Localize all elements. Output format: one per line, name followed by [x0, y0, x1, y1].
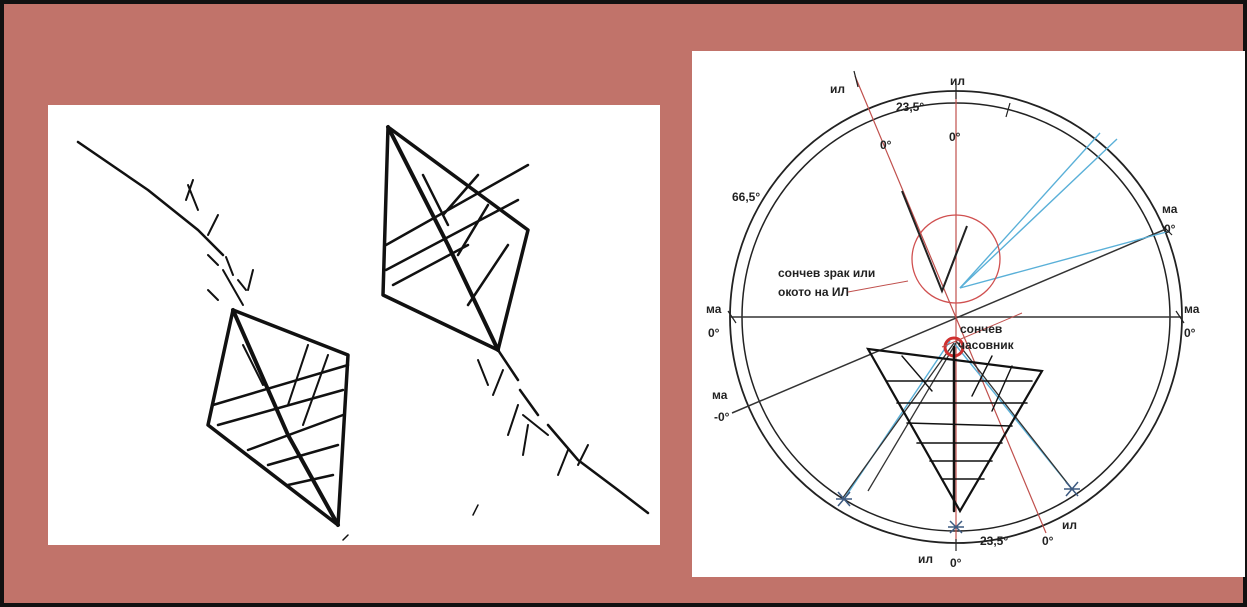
hand-drawing: [48, 105, 660, 545]
rhombus-lower: [208, 310, 348, 525]
label-zero-lower-left: -0°: [714, 410, 730, 424]
label-ma-lower-left: ма: [712, 388, 728, 402]
label-zero-left: 0°: [708, 326, 720, 340]
label-sun-eye-line2: окото на ИЛ: [778, 285, 849, 299]
label-zero-bottom: 0°: [950, 556, 962, 570]
label-sun-eye-line1: сончев зрак или: [778, 266, 875, 280]
annotated-diagram: ил ил 23,5° 0° 0° 66,5° ма 0° ма 0° ма 0…: [692, 51, 1245, 577]
label-ma-left: ма: [706, 302, 722, 316]
label-zero-bottom-right: 0°: [1042, 534, 1054, 548]
label-il-bottom: ил: [918, 552, 933, 566]
diagonal-line-left: [78, 142, 223, 255]
label-zero-top-red: 0°: [880, 138, 892, 152]
label-ma-right: ма: [1184, 302, 1200, 316]
tilted-line: [732, 229, 1166, 413]
diagonal-dashes-left: [208, 255, 246, 290]
label-zero-right: 0°: [1184, 326, 1196, 340]
label-deg-66-5: 66,5°: [732, 190, 760, 204]
label-il-top-left: ил: [830, 82, 845, 96]
label-sun-clock-line2: часовник: [958, 338, 1015, 352]
label-il-bottom-right: ил: [1062, 518, 1077, 532]
label-deg-23-5-top: 23,5°: [896, 100, 924, 114]
label-il-top: ил: [950, 74, 965, 88]
label-zero-right-top: 0°: [1164, 222, 1176, 236]
label-ma-right-top: ма: [1162, 202, 1178, 216]
diagram-panel: ил ил 23,5° 0° 0° 66,5° ма 0° ма 0° ма 0…: [692, 51, 1245, 577]
label-zero-top: 0°: [949, 130, 961, 144]
star-marker-left: [836, 492, 852, 506]
label-sun-clock-line1: сончев: [960, 322, 1002, 336]
drawing-panel: [48, 105, 660, 545]
label-deg-23-5-bottom: 23,5°: [980, 534, 1008, 548]
diagonal-line-right: [498, 350, 648, 513]
